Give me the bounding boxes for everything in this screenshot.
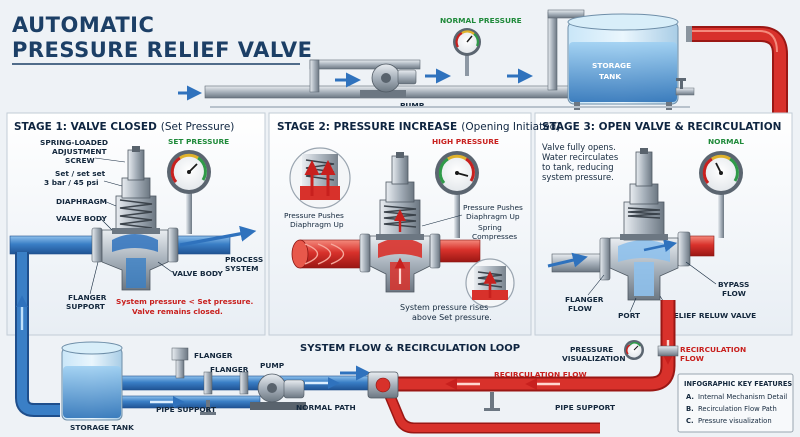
pressure-vis-label-2: VISUALIZATION bbox=[562, 354, 626, 363]
stage3-title: STAGE 3: OPEN VALVE & RECIRCULATION bbox=[542, 121, 781, 133]
set-label: Set / set set bbox=[55, 169, 106, 178]
set-value-label: 3 bar / 45 psi bbox=[44, 178, 99, 187]
diaphragm-label: DIAPHRAGM bbox=[56, 197, 107, 206]
pipe-support-label: PIPE SUPPORT bbox=[156, 405, 216, 414]
key-letter-b: B. bbox=[686, 405, 694, 413]
stage1-note-1: System pressure < Set pressure. bbox=[116, 297, 253, 306]
pressure-pushes-right-2: Diaphragm Up bbox=[466, 212, 520, 221]
pressure-pushes-left-2: Diaphragm Up bbox=[290, 220, 344, 229]
top-pressure-gauge bbox=[453, 28, 481, 76]
process-label: PROCESS bbox=[225, 255, 263, 264]
adjustment-label: ADJUSTMENT bbox=[52, 147, 107, 156]
top-tank-label-2: TANK bbox=[599, 72, 621, 81]
stage3-flow-label: FLOW bbox=[568, 304, 592, 313]
system-loop: SYSTEM FLOW & RECIRCULATION LOOP FLANGER… bbox=[15, 252, 746, 434]
spring-inset-right bbox=[465, 258, 515, 308]
system-label: SYSTEM bbox=[225, 264, 258, 273]
pipe-support-label-2: PIPE SUPPORT bbox=[555, 403, 615, 412]
bypass-label: BYPASS bbox=[718, 280, 749, 289]
stage-1: STAGE 1: VALVE CLOSED(Set Pressure) bbox=[9, 121, 263, 316]
recirc-flow-label: RECIRCULATION FLOW bbox=[494, 370, 587, 379]
key-letter-c: C. bbox=[686, 417, 694, 425]
loop-pump-label: PUMP bbox=[260, 361, 285, 370]
flanger-label: FLANGER bbox=[68, 293, 107, 302]
flow-arrow bbox=[643, 239, 678, 252]
stage3-desc-1: Valve fully opens. bbox=[542, 142, 616, 152]
title-line-2: PRESSURE RELIEF VALVE bbox=[12, 38, 312, 62]
pressure-vis-label-1: PRESSURE bbox=[570, 345, 613, 354]
pressure-visualization-gauge bbox=[624, 340, 679, 360]
top-tank-label-1: STORAGE bbox=[592, 61, 631, 70]
loop-flanger-valve bbox=[171, 347, 249, 395]
set-pressure-label: SET PRESSURE bbox=[168, 137, 229, 146]
loop-flanger-label-1: FLANGER bbox=[194, 351, 233, 360]
normal-label: NORMAL bbox=[708, 137, 744, 146]
diaphragm-inset-left bbox=[289, 147, 351, 209]
bypass-flow-label: FLOW bbox=[722, 289, 746, 298]
pressure-pushes-left-1: Pressure Pushes bbox=[284, 211, 344, 220]
high-pressure-label: HIGH PRESSURE bbox=[432, 137, 499, 146]
stage3-flanger-label: FLANGER bbox=[565, 295, 604, 304]
stage2-note-1: System pressure rises bbox=[400, 303, 488, 312]
flow-arrow bbox=[179, 225, 257, 247]
key-features-box: INFOGRAPHIC KEY FEATURES A. Internal Mec… bbox=[677, 373, 794, 433]
stage2-title: STAGE 2: PRESSURE INCREASE(Opening Initi… bbox=[277, 121, 560, 133]
stage3-desc-4: system pressure. bbox=[542, 172, 614, 182]
key-title: INFOGRAPHIC KEY FEATURES bbox=[684, 380, 792, 388]
flow-arrow bbox=[547, 252, 588, 268]
stage2-note-2: above Set pressure. bbox=[412, 313, 492, 322]
support-label: SUPPORT bbox=[66, 302, 105, 311]
top-pump bbox=[360, 63, 417, 98]
spring-loaded-label: SPRING-LOADED bbox=[40, 138, 108, 147]
normal-gauge bbox=[699, 151, 743, 238]
stage-2: STAGE 2: PRESSURE INCREASE(Opening Initi… bbox=[277, 121, 560, 322]
top-pipeline: PUMP NORMAL PRESSURE STORAGE TANK bbox=[178, 9, 695, 110]
recirc-label-2: FLOW bbox=[680, 354, 704, 363]
loop-flanger-label-2: FLANGER bbox=[210, 365, 249, 374]
key-item-a: Internal Mechanism Detail bbox=[698, 393, 787, 401]
normal-pressure-label: NORMAL PRESSURE bbox=[440, 16, 522, 25]
title-line-1: AUTOMATIC bbox=[12, 13, 154, 37]
loop-title: SYSTEM FLOW & RECIRCULATION LOOP bbox=[300, 343, 520, 354]
stage3-desc-2: Water recirculates bbox=[542, 152, 618, 162]
pressure-pushes-right-1: Pressure Pushes bbox=[463, 203, 523, 212]
high-pressure-gauge bbox=[435, 151, 479, 238]
top-storage-tank bbox=[567, 13, 695, 110]
set-pressure-gauge bbox=[167, 150, 211, 234]
loop-storage-tank bbox=[61, 341, 123, 421]
port-label: PORT bbox=[618, 311, 640, 320]
stage3-desc-3: to tank, reducing bbox=[542, 162, 614, 172]
compresses-label: Compresses bbox=[472, 232, 517, 241]
stage1-title: STAGE 1: VALVE CLOSED(Set Pressure) bbox=[14, 121, 234, 133]
stage1-note-2: Valve remains closed. bbox=[132, 307, 223, 316]
stage-3: STAGE 3: OPEN VALVE & RECIRCULATION Valv… bbox=[542, 121, 781, 320]
relief-valve-label: RELIEF RELUW VALVE bbox=[668, 311, 756, 320]
spring-label: Spring bbox=[478, 223, 502, 232]
key-letter-a: A. bbox=[686, 393, 694, 401]
key-item-c: Pressure visualization bbox=[698, 417, 772, 425]
loop-tank-label: STORAGE TANK bbox=[70, 423, 134, 432]
recirc-label-1: RECIRCULATION bbox=[680, 345, 746, 354]
normal-path-label: NORMAL PATH bbox=[296, 403, 356, 412]
valve-body-label: VALVE BODY bbox=[56, 214, 107, 223]
top-pump-label: PUMP bbox=[400, 101, 425, 110]
screw-label: SCREW bbox=[65, 156, 95, 165]
valve-body-label-2: VALVE BODY bbox=[172, 269, 223, 278]
loop-pump bbox=[250, 373, 306, 410]
key-item-b: Recirculation Flow Path bbox=[698, 405, 777, 413]
title-block: AUTOMATIC PRESSURE RELIEF VALVE bbox=[12, 13, 312, 65]
